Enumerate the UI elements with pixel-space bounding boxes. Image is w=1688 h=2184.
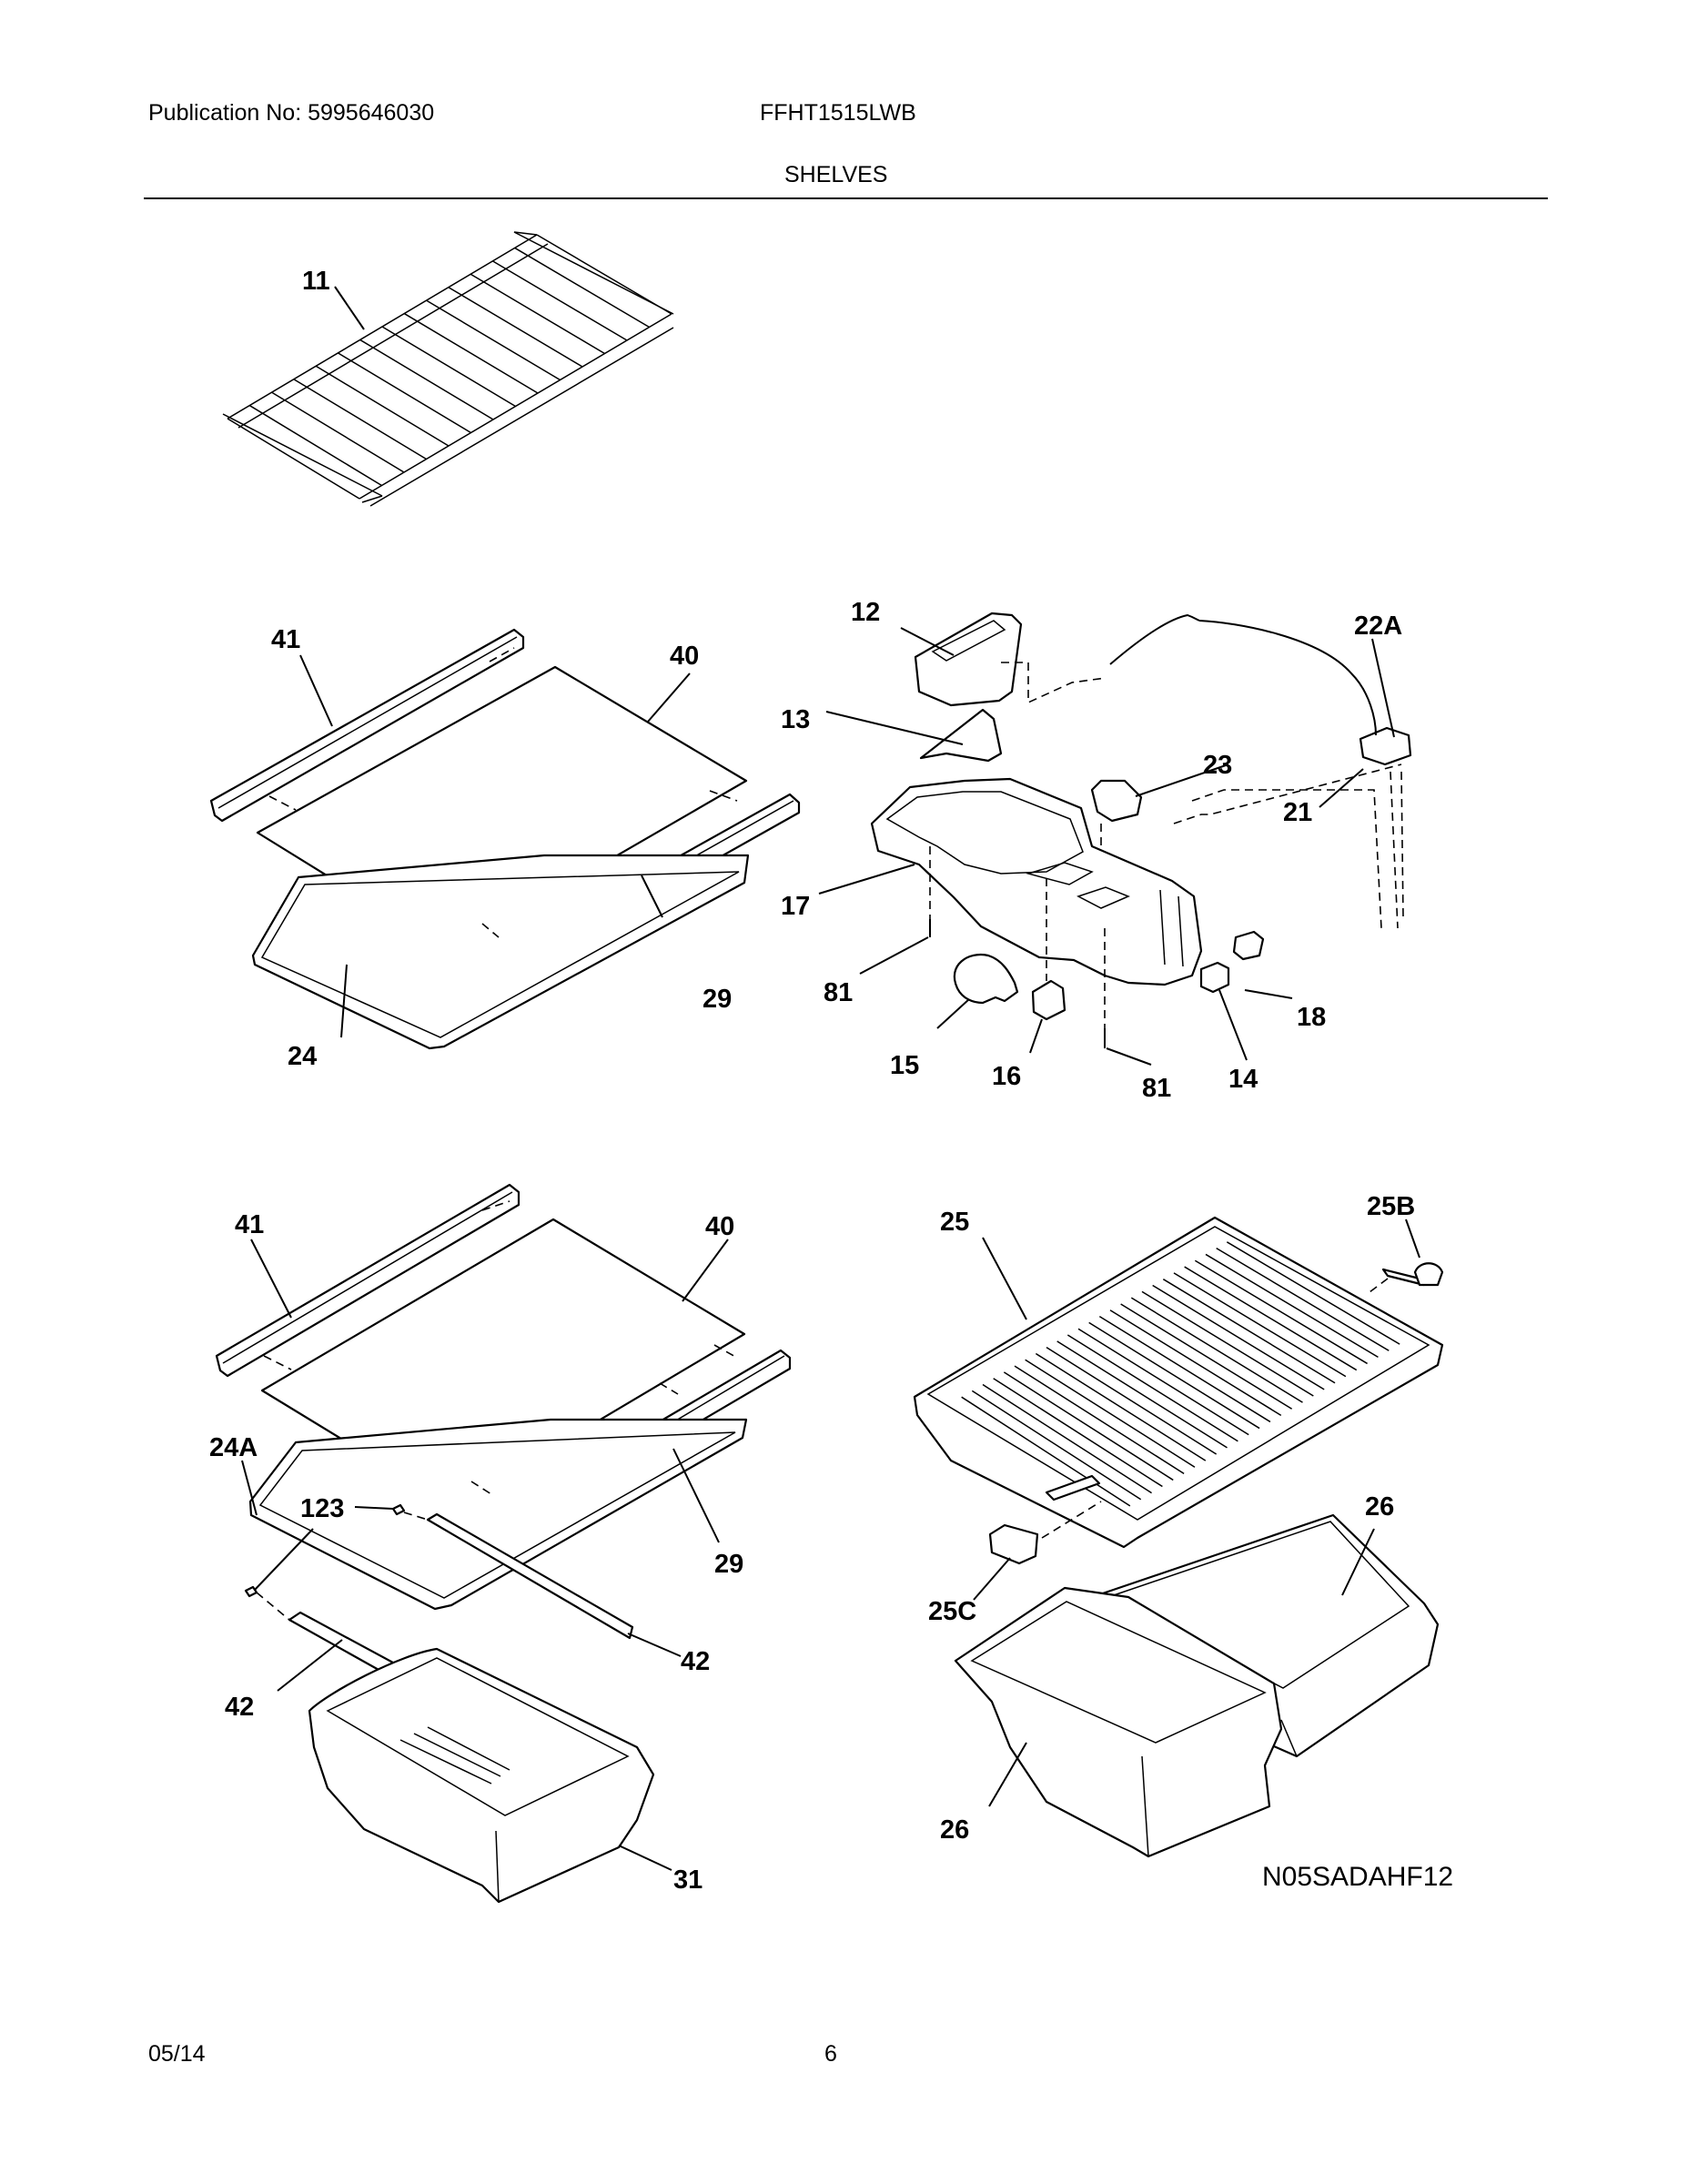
callout-42-right: 42 <box>681 1647 710 1676</box>
publication-number: Publication No: 5995646030 <box>148 100 435 126</box>
callout-22A: 22A <box>1354 612 1402 641</box>
callout-24A: 24A <box>209 1433 258 1462</box>
callout-14: 14 <box>1228 1065 1258 1094</box>
callout-25: 25 <box>940 1208 969 1237</box>
callout-42-left: 42 <box>225 1693 254 1722</box>
callout-labels: 11 41 40 29 24 12 13 22A 23 21 17 81 18 … <box>209 267 1415 1895</box>
callout-40-lower: 40 <box>705 1212 734 1241</box>
callout-81-lower: 81 <box>1142 1074 1171 1103</box>
footer-page-number: 6 <box>824 2041 837 2067</box>
callout-17: 17 <box>781 892 810 921</box>
callout-41: 41 <box>271 625 300 654</box>
callout-123: 123 <box>300 1494 344 1523</box>
callout-leaders <box>241 286 1420 1871</box>
header-rule <box>144 197 1548 199</box>
callout-24: 24 <box>288 1042 317 1071</box>
wire-shelf <box>222 231 674 507</box>
callout-29: 29 <box>702 985 732 1014</box>
callout-18: 18 <box>1297 1003 1326 1032</box>
callout-25C: 25C <box>928 1597 976 1626</box>
callout-15: 15 <box>890 1051 919 1080</box>
callout-26-left: 26 <box>940 1815 969 1845</box>
callout-11: 11 <box>302 267 330 296</box>
model-number: FFHT1515LWB <box>760 100 916 126</box>
callout-81-upper: 81 <box>824 978 853 1007</box>
section-title: SHELVES <box>784 162 888 187</box>
callout-12: 12 <box>851 598 880 627</box>
callout-41-lower: 41 <box>235 1210 264 1239</box>
glass-shelf-assembly-upper <box>209 628 801 1050</box>
callout-23: 23 <box>1203 751 1232 780</box>
callout-13: 13 <box>781 705 810 734</box>
light-housing-assembly <box>870 612 1412 1048</box>
crisper-assembly <box>913 1216 1444 1858</box>
callout-31: 31 <box>673 1866 702 1895</box>
callout-21: 21 <box>1283 798 1312 827</box>
glass-shelf-assembly-lower <box>215 1183 792 1904</box>
callout-25B: 25B <box>1367 1192 1415 1221</box>
footer-date: 05/14 <box>148 2041 206 2067</box>
callout-29-lower: 29 <box>714 1550 743 1579</box>
callout-16: 16 <box>992 1062 1021 1091</box>
callout-26-right: 26 <box>1365 1492 1394 1522</box>
callout-40: 40 <box>670 642 699 671</box>
figure-code: N05SADAHF12 <box>1262 1862 1453 1892</box>
